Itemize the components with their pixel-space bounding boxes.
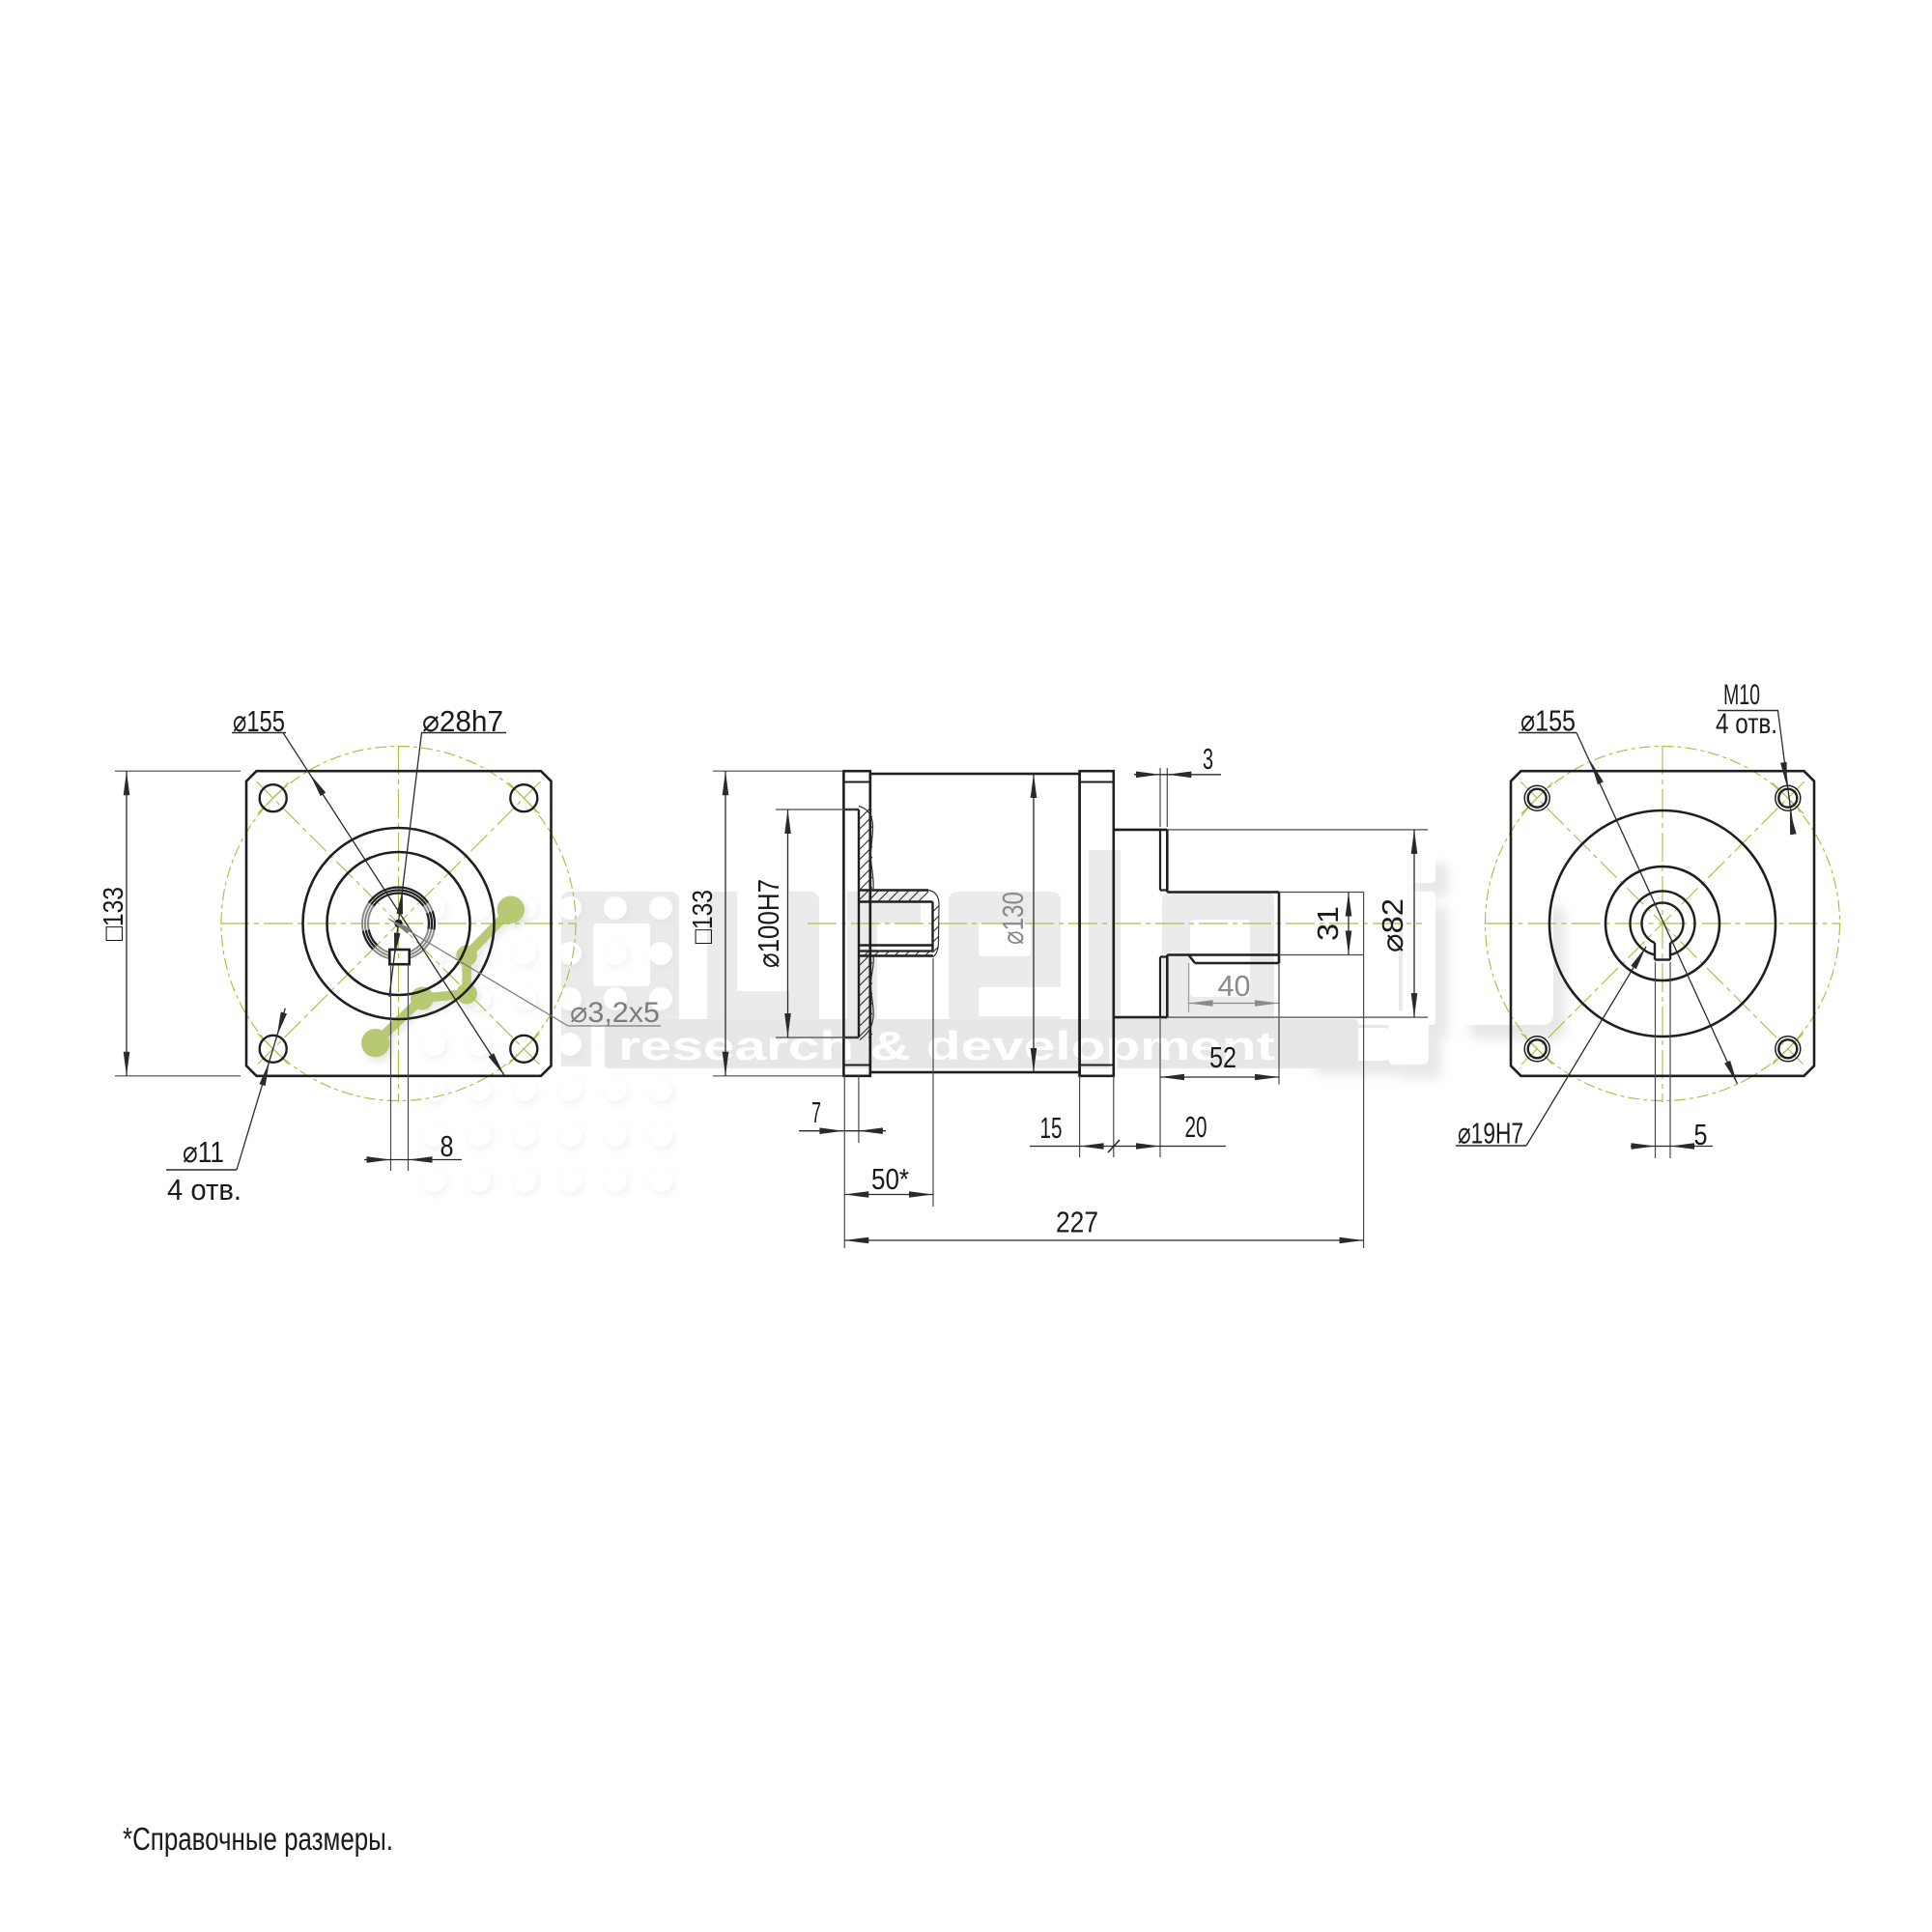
svg-text:⌀3,2х5: ⌀3,2х5 xyxy=(570,997,660,1029)
svg-text:52: 52 xyxy=(1209,1040,1236,1074)
svg-text:7: 7 xyxy=(811,1095,821,1129)
svg-text:*Справочные размеры.: *Справочные размеры. xyxy=(123,1821,393,1857)
svg-text:⌀155: ⌀155 xyxy=(1520,704,1576,738)
svg-text:⌀11: ⌀11 xyxy=(183,1135,224,1169)
svg-text:3: 3 xyxy=(1203,742,1213,776)
svg-text:8: 8 xyxy=(440,1129,454,1163)
svg-text:15: 15 xyxy=(1040,1111,1063,1145)
svg-text:⌀100H7: ⌀100H7 xyxy=(752,879,785,968)
svg-text:research & development: research & development xyxy=(618,1023,1275,1068)
svg-text:50*: 50* xyxy=(871,1162,909,1196)
svg-text:□133: □133 xyxy=(99,887,129,941)
svg-text:20: 20 xyxy=(1185,1110,1208,1144)
svg-text:⌀19H7: ⌀19H7 xyxy=(1458,1117,1523,1151)
svg-text:⌀82: ⌀82 xyxy=(1376,898,1409,952)
svg-text:40: 40 xyxy=(1218,969,1251,1003)
svg-text:⌀130: ⌀130 xyxy=(996,892,1030,945)
svg-text:227: 227 xyxy=(1056,1206,1098,1239)
svg-text:4 отв.: 4 отв. xyxy=(167,1173,242,1207)
svg-text:5: 5 xyxy=(1694,1118,1708,1151)
svg-text:M10: M10 xyxy=(1723,679,1760,711)
svg-text:4 отв.: 4 отв. xyxy=(1716,708,1777,740)
svg-text:□133: □133 xyxy=(688,890,719,944)
svg-text:31: 31 xyxy=(1311,906,1345,941)
